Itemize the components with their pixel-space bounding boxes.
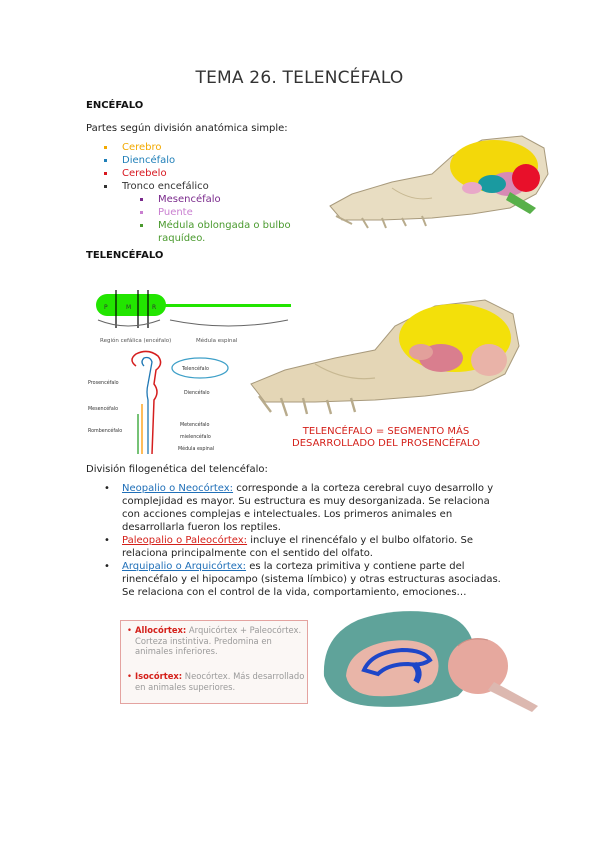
list-item: Diencéfalo xyxy=(104,154,304,167)
phylo-list: • Neopalio o Neocórtex: corresponde a la… xyxy=(104,482,509,599)
subparts-list: Mesencéfalo Puente Médula oblongada o bu… xyxy=(140,193,315,245)
skull-brain-image-2 xyxy=(250,299,520,417)
right-label: Metencéfalo xyxy=(180,421,210,428)
left-label: Prosencéfalo xyxy=(88,379,119,386)
page-title: TEMA 26. TELENCÉFALO xyxy=(195,68,404,88)
telencefalo-callout: TELENCÉFALO = SEGMENTO MÁS DESARROLLADO … xyxy=(292,426,480,449)
segment-label: P xyxy=(104,304,108,311)
list-item: • Neopalio o Neocórtex: corresponde a la… xyxy=(104,483,494,533)
right-label: mielencéfalo xyxy=(180,433,211,440)
list-item: Puente xyxy=(140,206,315,219)
segment-label: R xyxy=(152,304,156,311)
arquicortex-term[interactable]: Arquipalio o Arquicórtex: xyxy=(122,561,247,572)
list-item: Mesencéfalo xyxy=(140,193,315,206)
right-label: Diencéfalo xyxy=(184,389,210,396)
parts-list: Cerebro Diencéfalo Cerebelo Tronco encef… xyxy=(104,141,304,193)
heading-telencefalo: TELENCÉFALO xyxy=(86,250,164,261)
heading-encefalo: ENCÉFALO xyxy=(86,100,144,111)
spinal-label: Médula espinal xyxy=(196,337,238,344)
region-label: Región cefálica (encéfalo) xyxy=(100,337,171,344)
isocortex-item: • Isocórtex: Neocórtex. Más desarrollado… xyxy=(127,671,305,692)
skull-brain-image-1 xyxy=(329,135,549,229)
brain-sagittal-image xyxy=(323,611,538,712)
list-item: Cerebelo xyxy=(104,167,304,180)
segment-label: M xyxy=(126,304,131,311)
list-item: Médula oblongada o bulbo raquídeo. xyxy=(140,219,298,245)
cortex-definition-box: • Allocórtex: Arquicórtex + Paleocórtex.… xyxy=(120,620,308,704)
intro-text: Partes según división anatómica simple: xyxy=(86,123,288,134)
list-item: • Paleopalio o Paleocórtex: incluye el r… xyxy=(104,535,474,559)
right-label: Telencéfalo xyxy=(181,365,209,372)
neocortex-term[interactable]: Neopalio o Neocórtex: xyxy=(122,483,234,494)
list-item: Tronco encefálico xyxy=(104,180,304,193)
paleocortex-term[interactable]: Paleopalio o Paleocórtex: xyxy=(122,535,248,546)
left-label: Rombencéfalo xyxy=(88,427,122,434)
list-item: Cerebro xyxy=(104,141,304,154)
list-item: • Arquipalio o Arquicórtex: es la cortez… xyxy=(104,561,501,598)
right-label: Médula espinal xyxy=(178,445,214,452)
left-label: Mesencéfalo xyxy=(88,405,118,412)
neural-tube-diagram: P M R Región cefálica (encéfalo) Médula … xyxy=(88,290,291,454)
phylo-intro: División filogenética del telencéfalo: xyxy=(86,464,268,475)
allocortex-item: • Allocórtex: Arquicórtex + Paleocórtex.… xyxy=(127,625,302,657)
